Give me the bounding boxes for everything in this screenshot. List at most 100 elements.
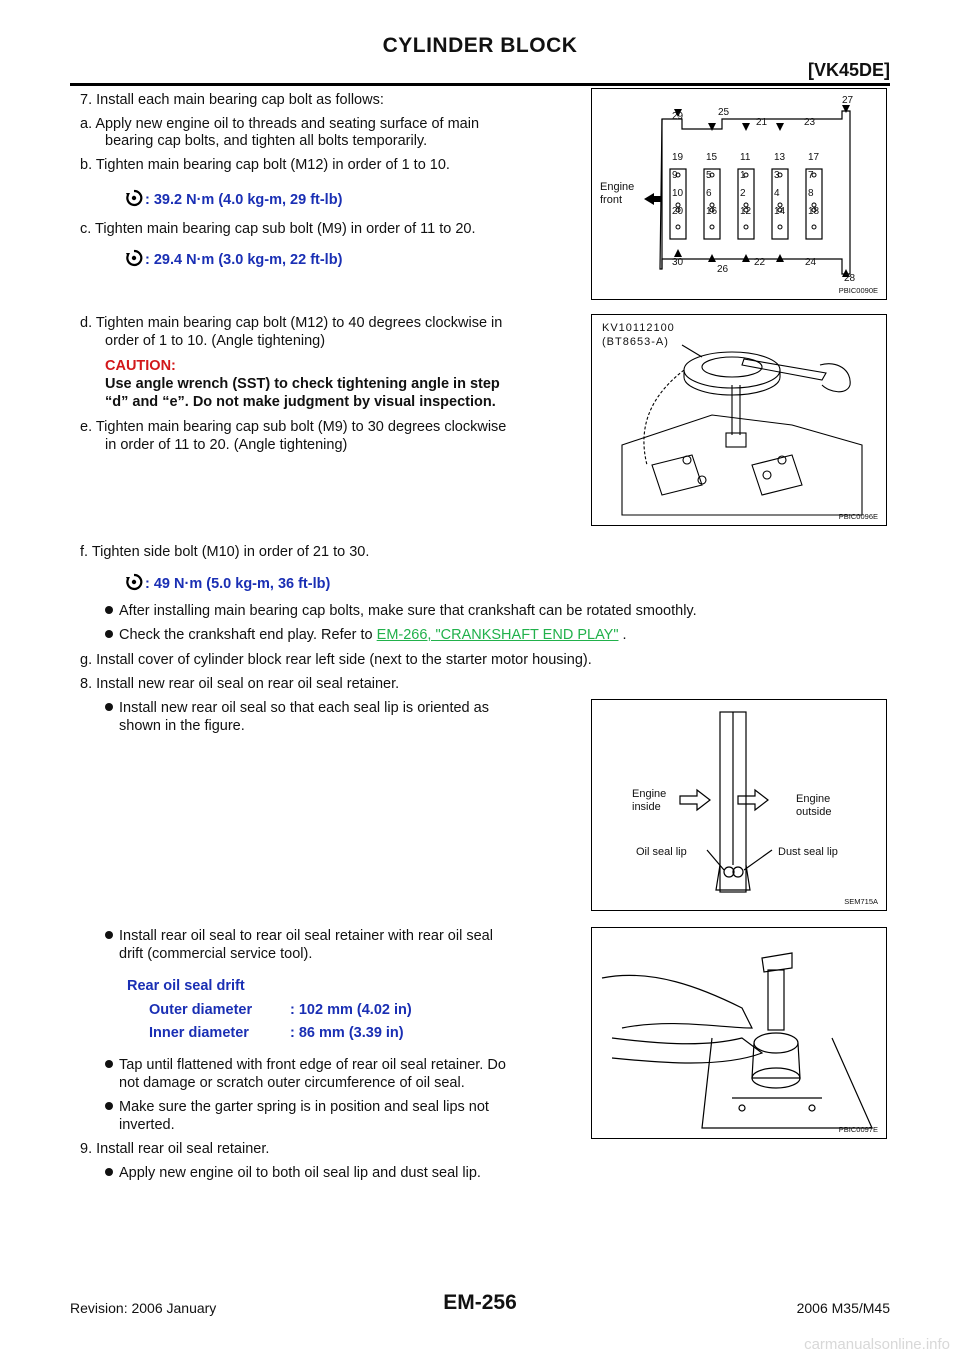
bolt-number: 14 <box>774 206 786 217</box>
torque-spec-3: : 49 N·m (5.0 kg-m, 36 ft-lb) <box>125 573 330 594</box>
figure-code: PBIC0090E <box>838 286 878 295</box>
bolt-number: 5 <box>706 170 712 181</box>
cap-col-2: 15 5 6 16 <box>706 149 717 221</box>
step-7c: c. Tighten main bearing cap sub bolt (M9… <box>80 221 476 237</box>
bottom-label-5: 28 <box>844 273 856 284</box>
header-rule <box>70 83 890 86</box>
bullet-icon <box>105 1060 113 1068</box>
torque-value-3: : 49 N·m (5.0 kg-m, 36 ft-lb) <box>145 576 331 592</box>
bullet-rotate: After installing main bearing cap bolts,… <box>105 602 697 621</box>
engine-inside-word2: inside <box>632 801 661 813</box>
bolt-number: 12 <box>740 206 752 217</box>
bottom-label-1: 30 <box>672 257 684 268</box>
bolt-number: 17 <box>808 152 820 163</box>
engine-inside-word1: Engine <box>632 788 667 800</box>
engine-code: [VK45DE] <box>807 60 890 80</box>
step-7b: b. Tighten main bearing cap bolt (M12) i… <box>80 157 450 173</box>
bolt-number: 11 <box>740 152 751 163</box>
bullet-seal-text1: Install new rear oil seal so that each s… <box>119 700 489 716</box>
figure-seal-drift: PBIC0097E <box>591 927 887 1139</box>
torque-value-2: : 29.4 N·m (3.0 kg-m, 22 ft-lb) <box>145 252 343 268</box>
cap-col-5: 17 7 8 18 <box>808 149 819 221</box>
figure-bolt-order: Engine front 29 25 21 23 27 30 26 22 24 … <box>591 88 887 300</box>
bolt-number: 2 <box>740 188 746 199</box>
bolt-number: 13 <box>774 152 786 163</box>
outer-diameter-value: : 102 mm (4.02 in) <box>290 1002 412 1018</box>
torque-wrench-icon <box>126 249 143 267</box>
bullet-rotate-text: After installing main bearing cap bolts,… <box>119 603 697 619</box>
torque-spec-2: : 29.4 N·m (3.0 kg-m, 22 ft-lb) <box>125 249 342 270</box>
bullet-endplay: Check the crankshaft end play. Refer to … <box>105 626 627 645</box>
bolt-number: 7 <box>808 170 814 181</box>
bullet-endplay-text: Check the crankshaft end play. Refer to <box>119 627 377 643</box>
figure-code: PBIC0096E <box>838 512 878 521</box>
bullet-garter-line1: Make sure the garter spring is in positi… <box>105 1098 489 1117</box>
outer-diameter-label: Outer diameter <box>149 1002 253 1018</box>
figure-angle-wrench: KV10112100 (BT8653-A) PBIC0096E <box>591 314 887 526</box>
engine-front-word1: Engine <box>600 181 635 193</box>
step-7e-line2: in order of 11 to 20. (Angle tightening) <box>105 437 348 453</box>
watermark: carmanualsonline.info <box>804 1336 950 1353</box>
bullet-drift-line1: Install rear oil seal to rear oil seal r… <box>105 927 493 946</box>
engine-inside-label: Engine inside <box>632 788 666 814</box>
bolt-number: 15 <box>706 152 718 163</box>
oil-seal-lip-label: Oil seal lip <box>636 846 687 858</box>
step-7a-line1: a. Apply new engine oil to threads and s… <box>80 116 480 132</box>
engine-outside-label: Engine outside <box>796 793 831 819</box>
bolt-number: 1 <box>740 170 746 181</box>
bullet-endplay-post: . <box>618 627 627 643</box>
engine-front-label: Engine front <box>600 181 634 207</box>
model-year: 2006 M35/M45 <box>796 1300 890 1316</box>
torque-value-1: : 39.2 N·m (4.0 kg-m, 29 ft-lb) <box>145 192 343 208</box>
seal-drift-illustration <box>601 952 873 1129</box>
endplay-link[interactable]: EM-266, "CRANKSHAFT END PLAY" <box>376 627 619 643</box>
caution-line1: Use angle wrench (SST) to check tighteni… <box>105 376 500 392</box>
bullet-garter-line2: inverted. <box>119 1117 175 1133</box>
bullet-oil: Apply new engine oil to both oil seal li… <box>105 1164 481 1183</box>
engine-front-word2: front <box>600 194 623 206</box>
step-7d-line2: order of 1 to 10. (Angle tightening) <box>105 333 326 349</box>
page-number: EM-256 <box>443 1291 517 1314</box>
bullet-oil-text: Apply new engine oil to both oil seal li… <box>119 1165 481 1181</box>
bullet-tap-line1: Tap until flattened with front edge of r… <box>105 1056 506 1075</box>
bolt-number: 8 <box>808 188 814 199</box>
top-label-5: 27 <box>842 95 854 106</box>
step-7f: f. Tighten side bolt (M10) in order of 2… <box>80 544 370 560</box>
top-label-1: 29 <box>672 111 684 122</box>
bolt-number: 20 <box>672 206 684 217</box>
engine-outside-word2: outside <box>796 806 832 818</box>
bolt-number: 16 <box>706 206 718 217</box>
dust-seal-lip-label: Dust seal lip <box>778 846 838 858</box>
torque-wrench-icon <box>126 573 143 591</box>
bolt-number: 4 <box>774 188 780 199</box>
bullet-tap-line2: not damage or scratch outer circumferenc… <box>119 1075 465 1091</box>
tool-number-line1: KV10112100 <box>602 322 675 334</box>
tool-number: KV10112100 (BT8653-A) <box>602 321 675 349</box>
step-7d-line1: d. Tighten main bearing cap bolt (M12) t… <box>80 315 503 331</box>
torque-spec-1: : 39.2 N·m (4.0 kg-m, 29 ft-lb) <box>125 189 342 210</box>
revision-date: Revision: 2006 January <box>70 1300 217 1316</box>
bolt-number: 9 <box>672 170 678 181</box>
bullet-seal-line1: Install new rear oil seal so that each s… <box>105 699 489 718</box>
cap-col-4: 13 3 4 14 <box>774 149 785 221</box>
bullet-drift-line2: drift (commercial service tool). <box>119 946 313 962</box>
top-label-4: 23 <box>804 117 816 128</box>
page-title: CYLINDER BLOCK <box>382 34 578 57</box>
angle-wrench-illustration <box>621 344 863 516</box>
bullet-icon <box>105 1102 113 1110</box>
step-8: 8. Install new rear oil seal on rear oil… <box>80 676 400 692</box>
step-7: 7. Install each main bearing cap bolt as… <box>80 92 384 108</box>
drift-title: Rear oil seal drift <box>127 978 245 994</box>
step-7g: g. Install cover of cylinder block rear … <box>80 652 592 668</box>
bullet-icon <box>105 931 113 939</box>
tool-number-line2: (BT8653-A) <box>602 336 669 348</box>
engine-outside-word1: Engine <box>796 793 831 805</box>
bottom-label-4: 24 <box>805 257 817 268</box>
bolt-number: 18 <box>808 206 820 217</box>
bullet-icon <box>105 1168 113 1176</box>
top-label-3: 21 <box>756 117 768 128</box>
bottom-label-2: 26 <box>717 264 729 275</box>
bolt-number: 3 <box>774 170 780 181</box>
bullet-seal-line2: shown in the figure. <box>119 718 245 734</box>
inner-diameter-label: Inner diameter <box>149 1025 249 1041</box>
